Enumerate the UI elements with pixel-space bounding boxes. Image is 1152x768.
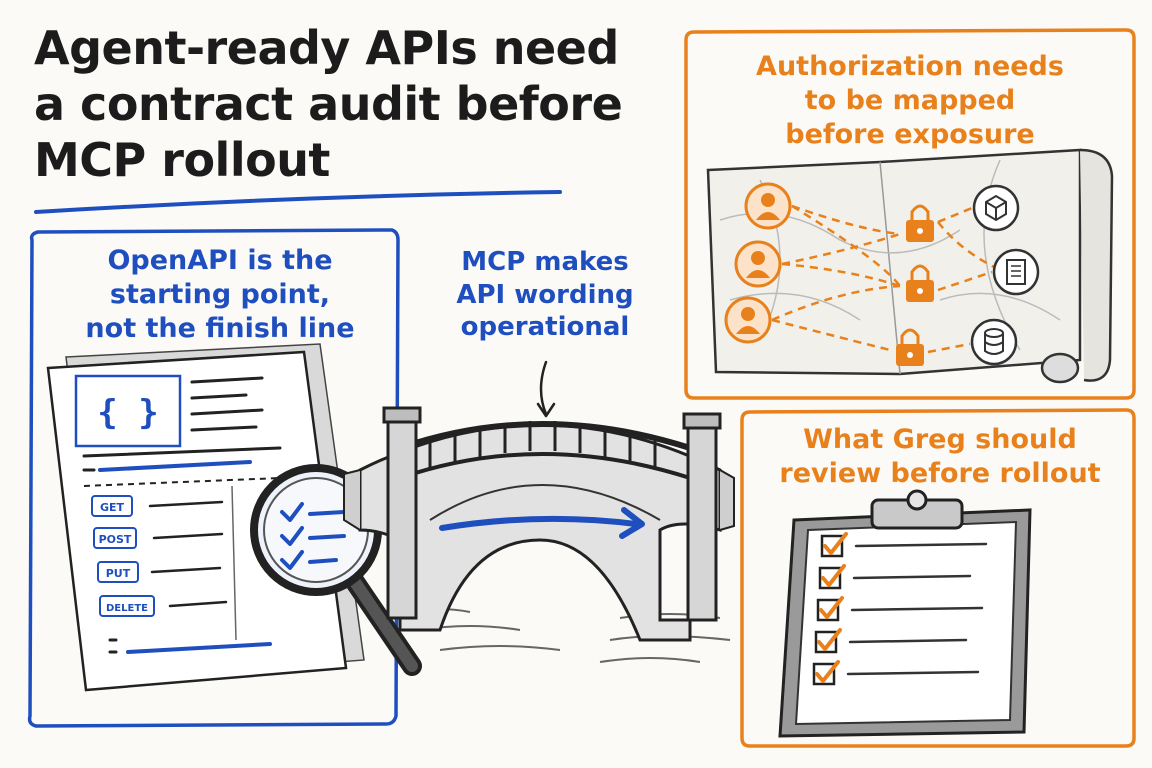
checklist-line bbox=[850, 606, 984, 612]
checkmark-icon bbox=[819, 596, 844, 619]
database-icon bbox=[970, 318, 1018, 366]
bridge-caption-line: API wording bbox=[456, 279, 634, 310]
method-tag-post: POST bbox=[93, 527, 137, 549]
label-pointer-arrow bbox=[539, 360, 548, 416]
document-icon bbox=[992, 248, 1040, 296]
checklist-line bbox=[854, 542, 988, 548]
user-icon bbox=[734, 240, 782, 288]
review-panel-frame bbox=[740, 408, 1136, 748]
openapi-caption-line: starting point, bbox=[109, 278, 331, 310]
checkmark-icon bbox=[821, 564, 846, 587]
title-line-1: Agent-ready APIs need bbox=[34, 21, 619, 75]
checklist bbox=[812, 532, 988, 686]
openapi-document: { } GET POST PUT DELETE bbox=[46, 343, 365, 692]
title-line-2: a contract audit before bbox=[34, 77, 623, 131]
svg-text:DELETE: DELETE bbox=[106, 603, 148, 614]
svg-text:PUT: PUT bbox=[106, 567, 131, 580]
authorization-caption-line: Authorization needs bbox=[756, 51, 1064, 82]
checklist-row bbox=[816, 596, 984, 622]
authorization-caption: Authorization needs to be mapped before … bbox=[700, 50, 1120, 151]
bridge-caption-line: operational bbox=[460, 312, 630, 342]
arrow-icon bbox=[439, 515, 639, 531]
bridge bbox=[343, 406, 735, 663]
page-title: Agent-ready APIs need a contract audit b… bbox=[34, 20, 674, 188]
bridge-caption: MCP makes API wording operational bbox=[430, 246, 660, 344]
user-icon bbox=[744, 182, 792, 230]
authorization-panel-frame bbox=[684, 28, 1136, 400]
openapi-panel-frame bbox=[27, 228, 400, 728]
lock-icon bbox=[906, 204, 934, 242]
lock-icon bbox=[906, 264, 934, 302]
svg-text:POST: POST bbox=[99, 533, 132, 546]
lock-icon bbox=[896, 328, 924, 366]
openapi-caption: OpenAPI is the starting point, not the f… bbox=[40, 244, 400, 345]
checklist-row bbox=[814, 628, 968, 654]
method-tag-get: GET bbox=[91, 495, 133, 517]
openapi-caption-line: OpenAPI is the bbox=[107, 245, 333, 276]
cube-icon bbox=[972, 184, 1020, 232]
checklist-line bbox=[848, 638, 968, 644]
checkmark-icon bbox=[815, 660, 840, 683]
checklist-row bbox=[820, 532, 988, 558]
checklist-line bbox=[846, 670, 980, 676]
title-line-3: MCP rollout bbox=[34, 133, 330, 187]
authorization-caption-line: to be mapped bbox=[804, 84, 1016, 116]
user-icon bbox=[724, 296, 772, 344]
braces-glyph: { } bbox=[97, 393, 158, 433]
permission-connections bbox=[771, 204, 997, 354]
method-tag-delete: DELETE bbox=[99, 595, 155, 617]
checkmark-icon bbox=[817, 628, 842, 651]
checklist-row bbox=[812, 660, 980, 686]
bridge-caption-line: MCP makes bbox=[461, 247, 629, 277]
review-caption: What Greg should review before rollout bbox=[750, 423, 1130, 491]
review-caption-line: review before rollout bbox=[779, 457, 1101, 489]
review-caption-line: What Greg should bbox=[803, 424, 1077, 455]
curly-braces-icon bbox=[74, 374, 182, 448]
openapi-caption-line: not the finish line bbox=[85, 312, 355, 344]
authorization-caption-line: before exposure bbox=[785, 118, 1035, 150]
checkmark-icon bbox=[823, 532, 848, 555]
checklist-line bbox=[852, 574, 972, 580]
svg-text:GET: GET bbox=[100, 501, 125, 514]
title-underline bbox=[34, 190, 562, 214]
checklist-row bbox=[818, 564, 972, 590]
method-tag-put: PUT bbox=[97, 561, 139, 583]
